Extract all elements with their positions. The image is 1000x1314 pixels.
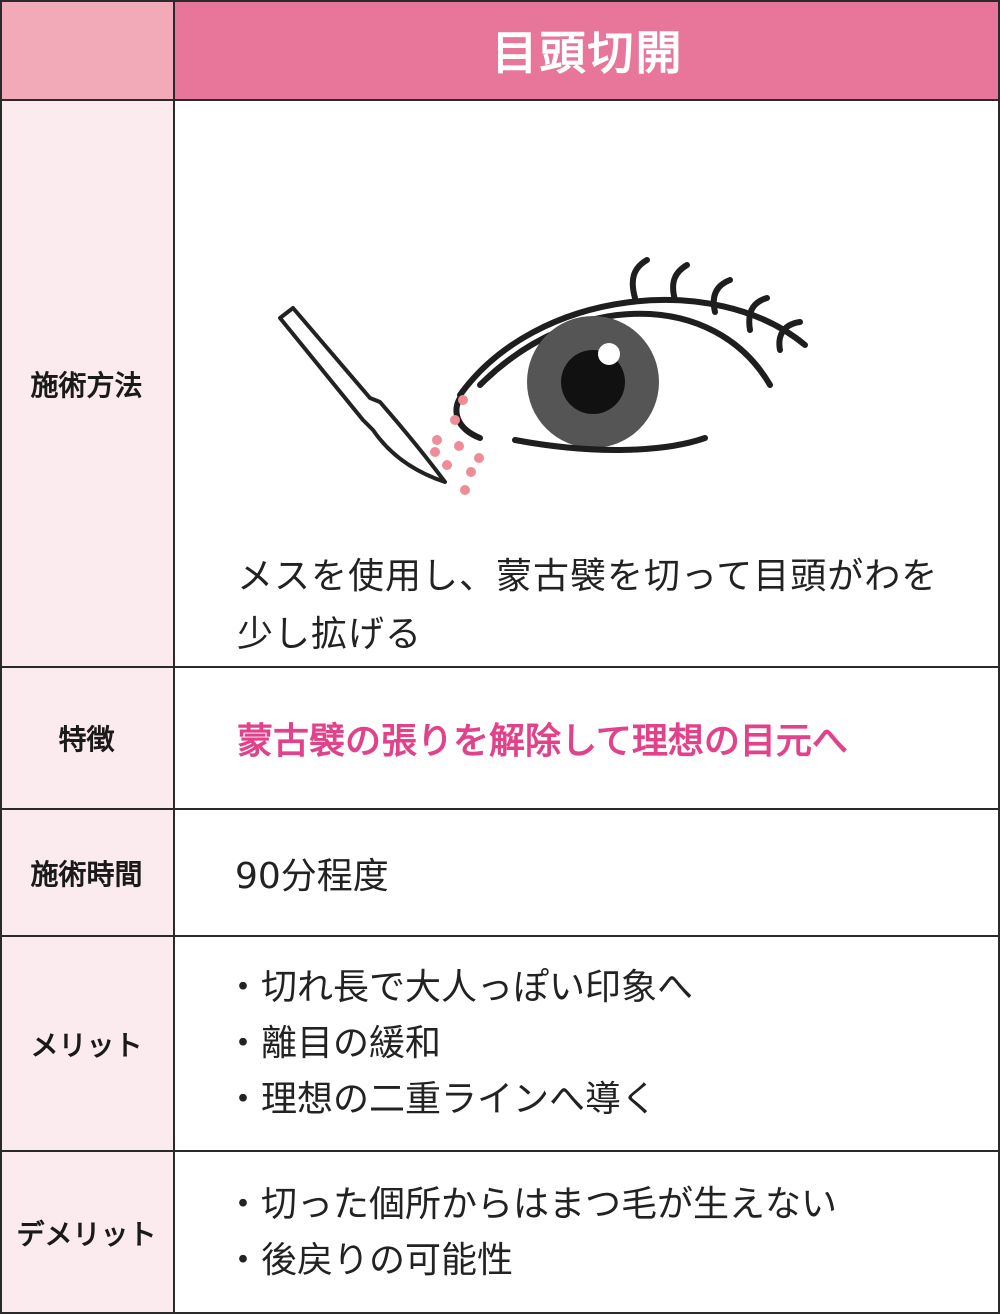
border-line [998, 0, 1000, 1314]
eye-surgery-illustration [278, 257, 808, 495]
scalpel-icon [278, 306, 447, 484]
feature-text: 蒙古襞の張りを解除して理想の目元へ [237, 721, 848, 762]
time-label: 施術時間 [0, 809, 175, 936]
border-line [0, 1150, 1000, 1152]
time-text: 90分程度 [235, 855, 389, 897]
list-item: ・理想の二重ラインへ導く [225, 1078, 658, 1120]
method-label: 施術方法 [0, 100, 175, 667]
demerit-row: デメリット ・切った個所からはまつ毛が生えない ・後戻りの可能性 [0, 1151, 1000, 1314]
method-content: メスを使用し、蒙古襞を切って目頭がわを 少し拡げる [175, 100, 1000, 667]
border-line [0, 808, 1000, 810]
header-row: 目頭切開 [0, 0, 1000, 100]
time-row: 施術時間 90分程度 [0, 809, 1000, 936]
border-line [0, 1312, 1000, 1314]
incision-dots [430, 395, 484, 495]
feature-row: 特徴 蒙古襞の張りを解除して理想の目元へ [0, 667, 1000, 809]
border-line [0, 0, 2, 1314]
border-line [0, 935, 1000, 937]
header-title: 目頭切開 [175, 0, 1000, 100]
feature-label: 特徴 [0, 667, 175, 809]
list-item: ・離目の緩和 [225, 1022, 442, 1064]
demerit-list: ・切った個所からはまつ毛が生えない ・後戻りの可能性 [175, 1151, 1000, 1314]
header-label-cell [0, 0, 175, 100]
demerit-label: デメリット [0, 1151, 175, 1314]
merit-label: メリット [0, 936, 175, 1151]
merit-row: メリット ・切れ長で大人っぽい印象へ ・離目の緩和 ・理想の二重ラインへ導く [0, 936, 1000, 1151]
list-item: ・後戻りの可能性 [225, 1239, 514, 1281]
border-line [0, 0, 1000, 2]
list-item: ・切った個所からはまつ毛が生えない [225, 1183, 838, 1225]
method-line-2: 少し拡げる [237, 614, 423, 655]
method-description: メスを使用し、蒙古襞を切って目頭がわを 少し拡げる [237, 548, 938, 664]
merit-list: ・切れ長で大人っぽい印象へ ・離目の緩和 ・理想の二重ラインへ導く [175, 936, 1000, 1151]
method-line-1: メスを使用し、蒙古襞を切って目頭がわを [237, 556, 939, 597]
border-line [0, 99, 1000, 101]
list-item: ・切れ長で大人っぽい印象へ [225, 966, 694, 1008]
border-line [0, 666, 1000, 668]
method-row: 施術方法 [0, 100, 1000, 667]
